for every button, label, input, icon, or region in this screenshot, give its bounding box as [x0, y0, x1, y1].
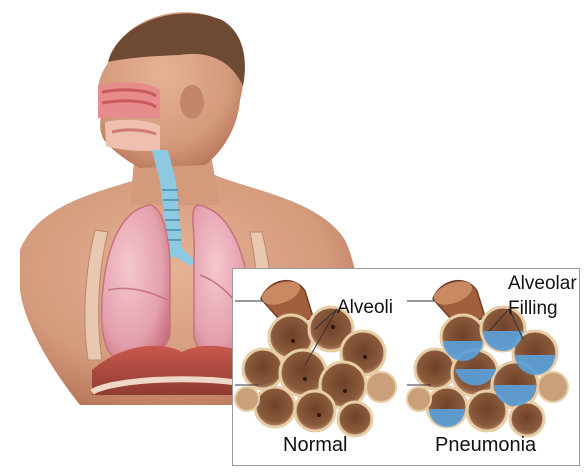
- normal-caption: Normal: [283, 434, 347, 457]
- pneumonia-caption: Pneumonia: [435, 434, 536, 457]
- oral-cavity: [105, 120, 160, 151]
- alveolar-filling-label-line1: Alveolar: [508, 273, 577, 295]
- alveoli-label: Alveoli: [337, 297, 393, 319]
- alveolar-filling-label-line2: Filling: [508, 298, 558, 320]
- ear: [180, 85, 204, 119]
